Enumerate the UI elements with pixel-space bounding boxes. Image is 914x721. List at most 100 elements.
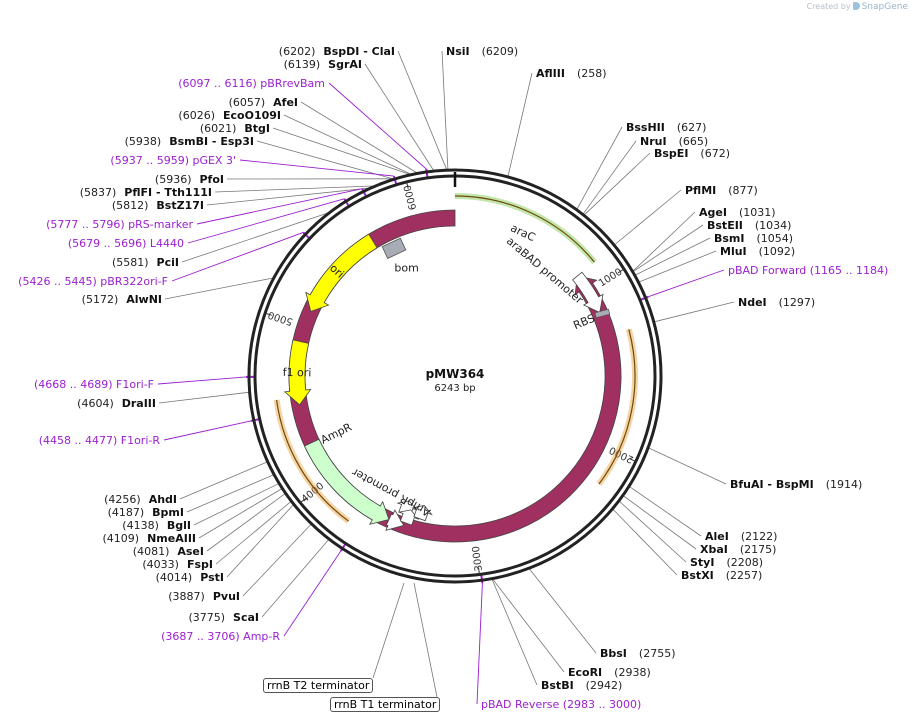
site-label-pcii[interactable]: (5581)PciI [112, 256, 179, 269]
feature-label-f1-ori: f1 ori [283, 366, 312, 380]
site-leader [491, 579, 538, 686]
primer-label-pbad-reverse-2983-3000[interactable]: pBAD Reverse (2983 .. 3000) [481, 698, 641, 711]
site-leader [198, 488, 282, 539]
plasmid-length: 6243 bp [434, 383, 475, 394]
site-leader [623, 495, 697, 550]
site-label-bsteii[interactable]: BstEII(1034) [707, 219, 791, 232]
primer-label-6097-6116-pbrrevbam[interactable]: (6097 .. 6116) pBRrevBam [178, 77, 325, 90]
site-label-agei[interactable]: AgeI(1031) [699, 206, 776, 219]
site-label-bspdi-clai[interactable]: (6202)BspDI - ClaI [279, 45, 395, 58]
terminator-glyph [411, 505, 433, 522]
site-leader [633, 224, 704, 272]
site-label-ndei[interactable]: NdeI(1297) [738, 296, 815, 309]
site-label-nsii[interactable]: NsiI(6209) [446, 45, 518, 58]
site-label-bpmi[interactable]: (4187)BpmI [108, 506, 184, 519]
feature-label-ampr: AmpR [319, 420, 355, 446]
site-label-alei[interactable]: AleI(2122) [705, 530, 777, 543]
site-label-scai[interactable]: (3775)ScaI [188, 611, 259, 624]
terminator-label-t2[interactable]: rrnB T2 terminator [263, 678, 374, 693]
site-leader [214, 185, 373, 193]
primer-label-5426-5445-pbr322ori-f[interactable]: (5426 .. 5445) pBR322ori-F [18, 275, 168, 288]
feature-rbs[interactable] [594, 308, 611, 319]
site-label-bsmbi-esp3i[interactable]: (5938)BsmBI - Esp3I [125, 135, 254, 148]
feature-label-bom: bom [394, 262, 418, 275]
primer-leader [476, 583, 483, 705]
site-label-mlui[interactable]: MluI(1092) [720, 245, 795, 258]
tick-mark [406, 181, 409, 189]
site-leader [629, 486, 702, 537]
primer-label-5937-5959-pgex-3[interactable]: (5937 .. 5959) pGEX 3' [110, 154, 236, 167]
primer-label-4458-4477-f1ori-r[interactable]: (4458 .. 4477) F1ori-R [39, 434, 161, 447]
site-label-pflfi-tth111i[interactable]: (5837)PflFI - Tth111I [80, 186, 212, 199]
site-leader [614, 189, 682, 245]
feature-bom[interactable] [381, 237, 407, 259]
site-leader [529, 568, 597, 654]
site-leader [654, 301, 735, 323]
site-label-afei[interactable]: (6057)AfeI [229, 96, 298, 109]
feature-f1-ori[interactable] [283, 339, 312, 406]
site-label-nmeaiii[interactable]: (4109)NmeAIII [103, 532, 197, 545]
site-leader [576, 126, 623, 210]
site-leader [583, 140, 637, 214]
feature-arac[interactable] [288, 209, 622, 543]
site-leader [633, 211, 696, 272]
tick-mark [629, 458, 636, 463]
site-leader [193, 483, 279, 526]
site-label-ecori[interactable]: EcoRI(2938) [568, 666, 651, 679]
site-label-psti[interactable]: (4014)PstI [156, 571, 224, 584]
site-label-bgli[interactable]: (4138)BglI [122, 519, 191, 532]
primer-label-5679-5696-l4440[interactable]: (5679 .. 5696) L4440 [68, 237, 184, 250]
araC-translated-arrow [454, 195, 595, 263]
site-label-bspei[interactable]: BspEI(672) [654, 147, 730, 160]
site-label-draiii[interactable]: (4604)DraIII [77, 397, 156, 410]
site-leader [364, 63, 434, 171]
site-label-ecoo109i[interactable]: (6026)EcoO109I [178, 109, 281, 122]
site-label-bstxi[interactable]: BstXI(2257) [681, 569, 762, 582]
site-label-ahdi[interactable]: (4256)AhdI [104, 493, 177, 506]
site-label-btgi[interactable]: (6021)BtgI [200, 122, 270, 135]
site-label-asei[interactable]: (4081)AseI [133, 545, 204, 558]
backbone [247, 168, 663, 584]
site-label-bbsi[interactable]: BbsI(2755) [600, 647, 675, 660]
site-label-xbai[interactable]: XbaI(2175) [700, 543, 776, 556]
AmpR-translated-arrow [276, 399, 349, 522]
site-leader [206, 187, 369, 206]
site-label-afliii[interactable]: AflIII(258) [536, 67, 607, 80]
site-leader [256, 140, 393, 180]
site-label-pfoi[interactable]: (5936)PfoI [155, 173, 224, 186]
tick-label: 3000 [471, 545, 485, 572]
site-label-pflmi[interactable]: PflMI(877) [685, 184, 758, 197]
site-leader [300, 101, 417, 173]
site-label-fspi[interactable]: (4033)FspI [142, 558, 213, 571]
primer-leader [196, 188, 363, 225]
site-label-bfuai-bspmi[interactable]: BfuAI - BspMI(1914) [730, 478, 862, 491]
feature-ampr[interactable] [303, 438, 390, 525]
site-label-styi[interactable]: StyI(2208) [690, 556, 763, 569]
site-label-bstbi[interactable]: BstBI(2942) [541, 679, 622, 692]
primer-leader [187, 198, 345, 244]
primer-leader [157, 376, 247, 385]
site-label-alwni[interactable]: (5172)AlwNI [82, 293, 162, 306]
site-leader [441, 50, 449, 170]
site-leader [261, 539, 329, 618]
site-label-sgrai[interactable]: (6139)SgrAI [284, 58, 362, 71]
primer-label-4668-4689-f1ori-f[interactable]: (4668 .. 4689) F1ori-F [34, 378, 154, 391]
feature-arabad-promoter[interactable] [572, 271, 604, 314]
primer-label-3687-3706-amp-r[interactable]: (3687 .. 3706) Amp-R [161, 630, 280, 643]
site-leader [206, 493, 286, 552]
features [283, 209, 622, 543]
site-leader [397, 50, 447, 170]
backbone-outer-ring [247, 168, 663, 584]
terminator-label-t1[interactable]: rrnB T1 terminator [330, 697, 441, 712]
site-label-bsmi[interactable]: BsmI(1054) [714, 232, 793, 245]
site-label-bsshii[interactable]: BssHII(627) [626, 121, 706, 134]
site-label-pvui[interactable]: (3887)PvuI [168, 590, 240, 603]
primer-label-5777-5796-prs-marker[interactable]: (5777 .. 5796) pRS-marker [46, 218, 193, 231]
feature-ori[interactable] [305, 233, 378, 313]
feature-ampr-promoter[interactable] [385, 509, 405, 531]
plasmid-name: pMW364 [426, 367, 485, 381]
site-label-nrui[interactable]: NruI(665) [640, 135, 708, 148]
site-label-bstz17i[interactable]: (5812)BstZ17I [112, 199, 204, 212]
primer-label-pbad-forward-1165-1184[interactable]: pBAD Forward (1165 .. 1184) [728, 264, 888, 277]
